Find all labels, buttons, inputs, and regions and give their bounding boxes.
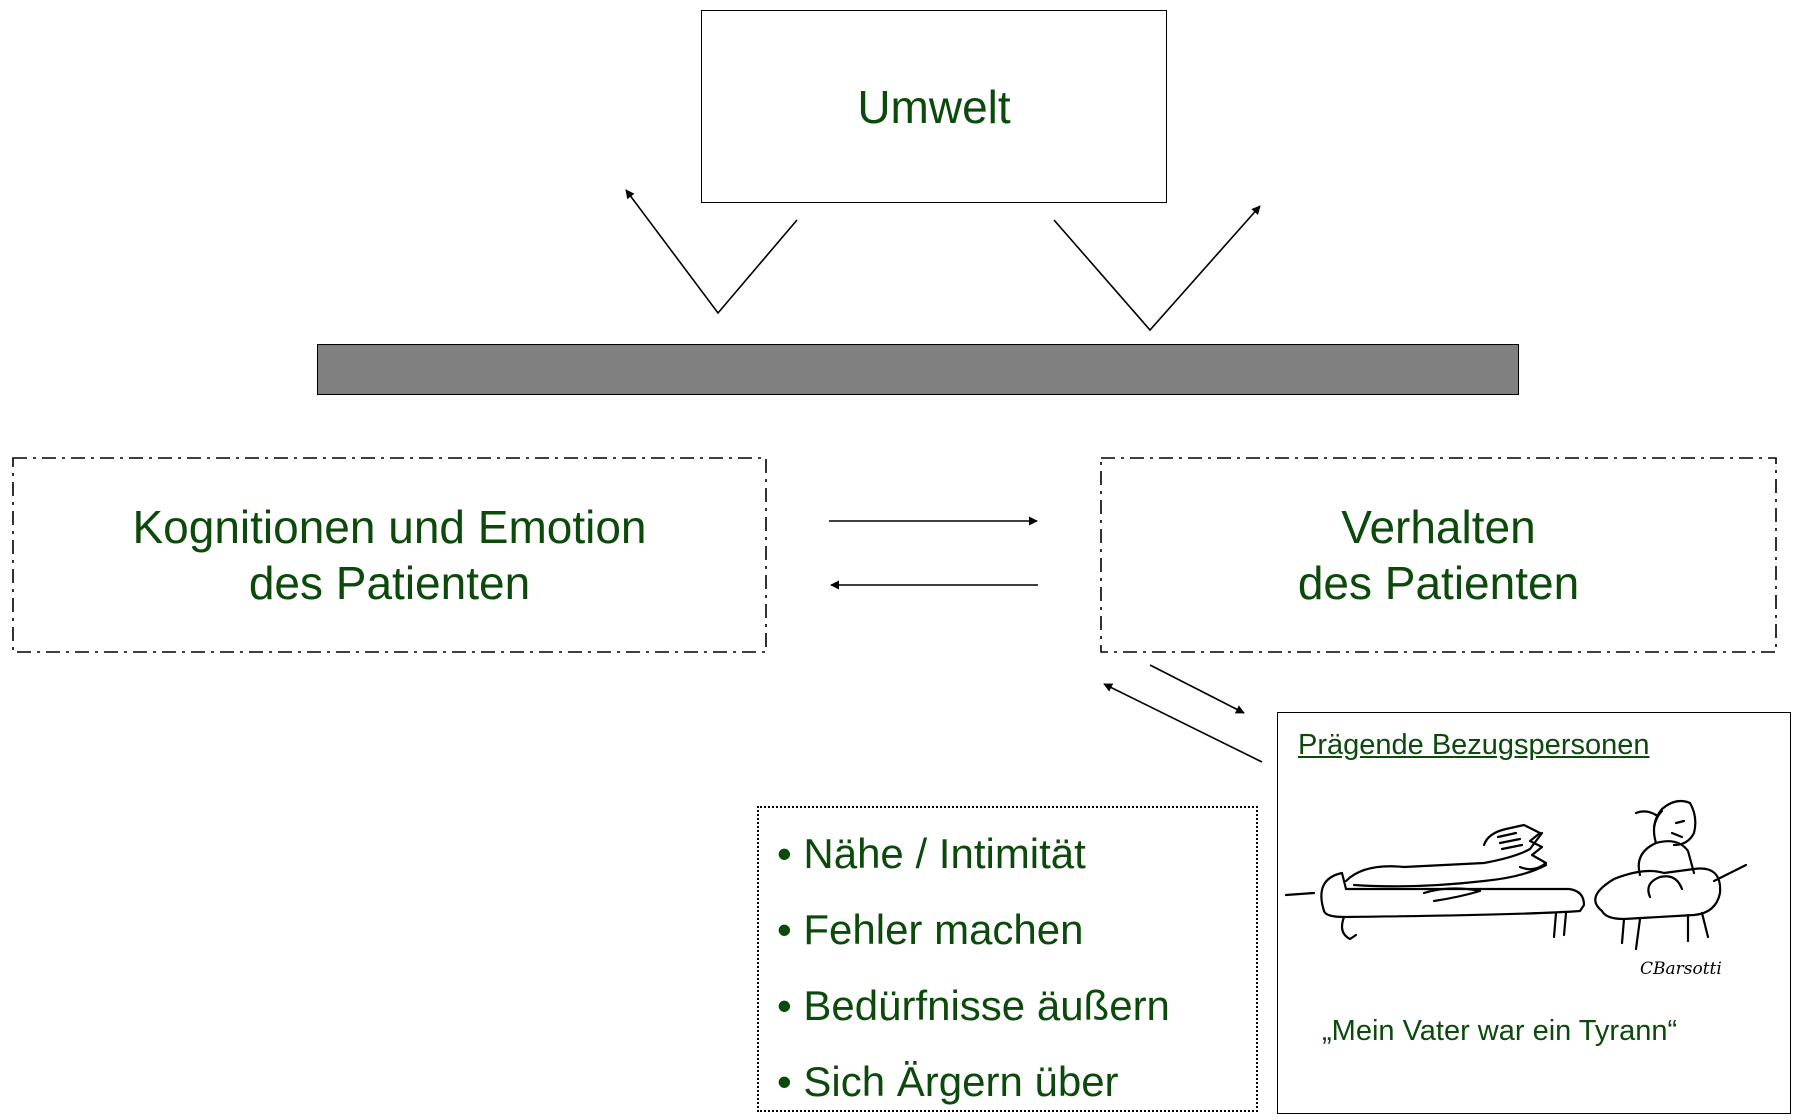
verhalten-label-line1: Verhalten	[1341, 501, 1536, 553]
panel-title: Prägende Bezugspersonen	[1298, 729, 1650, 761]
trigger-list: • Nähe / Intimität • Fehler machen • Bed…	[757, 806, 1258, 1112]
list-item: • Bedürfnisse äußern	[777, 982, 1170, 1029]
artist-signature: CBarsotti	[1640, 959, 1722, 979]
kognition-label-line1: Kognitionen und Emotion	[132, 501, 647, 553]
kognition-border	[12, 457, 767, 653]
kognition-box: Kognitionen und Emotion des Patienten	[13, 458, 766, 652]
reference-persons-panel: Prägende Bezugspersonen	[1277, 712, 1791, 1114]
verhalten-label-line2: des Patienten	[1297, 557, 1580, 609]
kognition-label-line2: des Patienten	[248, 557, 531, 609]
right-v-arrow	[1053, 205, 1261, 332]
left-v-arrow	[625, 189, 798, 315]
arrow-panel-to-verhalten	[1103, 683, 1263, 763]
panel-quote: „Mein Vater war ein Tyrann“	[1322, 1015, 1678, 1047]
list-item: • Fehler machen	[777, 906, 1084, 953]
list-item: • Nähe / Intimität	[777, 830, 1086, 877]
filter-bar	[317, 344, 1519, 395]
arrow-verhalten-to-panel	[1149, 664, 1245, 714]
verhalten-box: Verhalten des Patienten	[1101, 458, 1776, 652]
umwelt-label: Umwelt	[857, 80, 1011, 133]
therapy-cartoon-illustration	[1284, 799, 1748, 951]
umwelt-box: Umwelt	[701, 10, 1167, 203]
list-item: • Sich Ärgern über	[777, 1058, 1119, 1105]
